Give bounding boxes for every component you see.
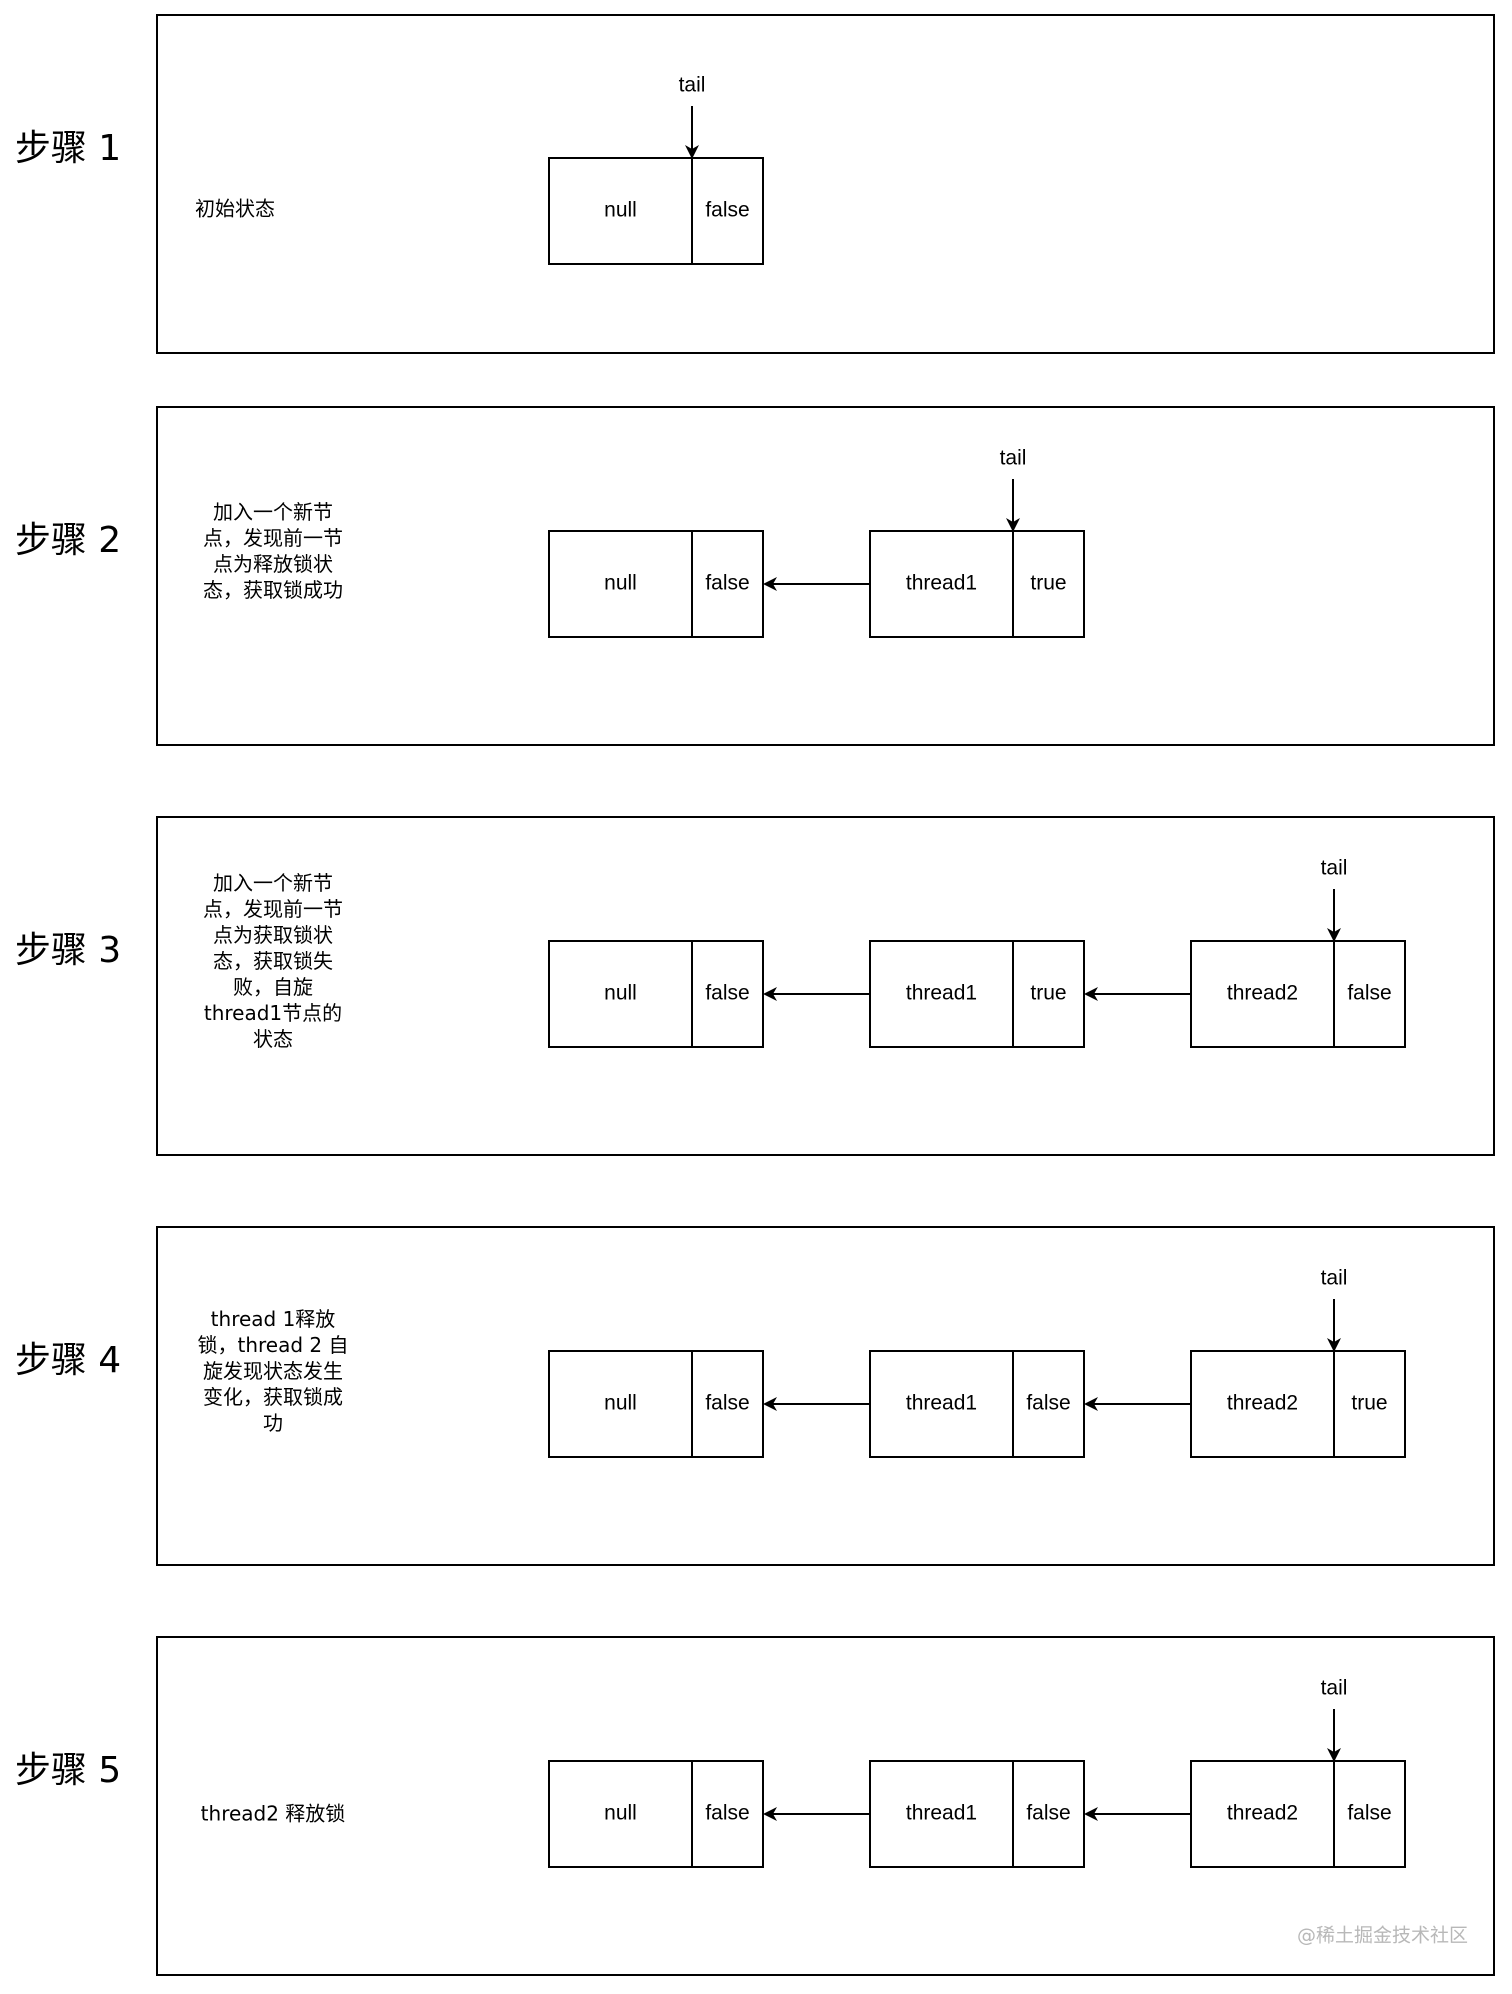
node-name: thread1 (906, 982, 977, 1005)
step-description-line: 态，获取锁成功 (203, 578, 343, 602)
step-description-line: thread1节点的 (204, 1001, 342, 1025)
node-name: null (604, 982, 637, 1005)
step-description-line: thread2 释放锁 (201, 1802, 346, 1826)
step-description-line: 败，自旋 (233, 975, 313, 999)
node-name: thread1 (906, 572, 977, 595)
node-status: false (1026, 1802, 1070, 1825)
node-box (548, 157, 764, 265)
queue-node: null false (548, 940, 764, 1048)
step-description-line: 加入一个新节 (213, 871, 333, 895)
node-status: false (705, 1392, 749, 1415)
queue-node: thread2 false (1190, 940, 1406, 1048)
step-panel (156, 816, 1495, 1156)
step-description-line: 锁，thread 2 自 (198, 1333, 349, 1357)
node-name: null (604, 199, 637, 222)
node-name: null (604, 1802, 637, 1825)
node-status: true (1351, 1392, 1387, 1415)
node-name: thread1 (906, 1802, 977, 1825)
step-description-line: 初始状态 (195, 197, 275, 221)
tail-label: tail (679, 74, 706, 97)
step-description-line: thread 1释放 (211, 1307, 336, 1331)
step-description-line: 加入一个新节 (213, 500, 333, 524)
queue-node: thread1 true (869, 940, 1085, 1048)
step-description-line: 变化，获取锁成 (203, 1385, 343, 1409)
node-status: false (705, 199, 749, 222)
node-status: false (705, 982, 749, 1005)
queue-node: thread1 true (869, 530, 1085, 638)
step-description-line: 点为获取锁状 (213, 923, 333, 947)
watermark: @稀土掘金技术社区 (1297, 1925, 1468, 1947)
node-name: thread2 (1227, 982, 1298, 1005)
step-label: 步骤 1 (15, 128, 121, 169)
step-description-line: 旋发现状态发生 (203, 1359, 343, 1383)
step-label: 步骤 2 (15, 520, 121, 561)
queue-node: null false (548, 530, 764, 638)
step-description-line: 点，发现前一节 (203, 526, 343, 550)
node-name: thread2 (1227, 1392, 1298, 1415)
queue-node: thread2 true (1190, 1350, 1406, 1458)
node-status: false (705, 572, 749, 595)
queue-node: null false (548, 157, 764, 265)
tail-label: tail (1321, 1677, 1348, 1700)
tail-label: tail (1321, 1267, 1348, 1290)
step-description-line: 态，获取锁失 (213, 949, 333, 973)
step-label: 步骤 5 (15, 1750, 121, 1791)
tail-label: tail (1000, 447, 1027, 470)
node-status: true (1030, 982, 1066, 1005)
queue-node: thread1 false (869, 1350, 1085, 1458)
node-status: false (1347, 982, 1391, 1005)
step-panel (156, 1636, 1495, 1976)
node-status: true (1030, 572, 1066, 595)
step-description-line: 功 (263, 1411, 283, 1435)
step-3: 步骤 3加入一个新节点，发现前一节点为获取锁状态，获取锁失败，自旋thread1… (15, 816, 1495, 1156)
queue-node: null false (548, 1350, 764, 1458)
step-description-line: 点为释放锁状 (213, 552, 333, 576)
node-status: false (1347, 1802, 1391, 1825)
queue-node: null false (548, 1760, 764, 1868)
node-status: false (705, 1802, 749, 1825)
node-name: thread1 (906, 1392, 977, 1415)
step-panel (156, 406, 1495, 746)
node-name: null (604, 572, 637, 595)
tail-label: tail (1321, 857, 1348, 880)
step-label: 步骤 3 (15, 930, 121, 971)
queue-node: thread2 false (1190, 1760, 1406, 1868)
step-panel (156, 14, 1495, 354)
step-label: 步骤 4 (15, 1340, 121, 1381)
step-description-line: 状态 (253, 1027, 293, 1051)
node-status: false (1026, 1392, 1070, 1415)
node-name: thread2 (1227, 1802, 1298, 1825)
step-description-line: 点，发现前一节 (203, 897, 343, 921)
queue-node: thread1 false (869, 1760, 1085, 1868)
step-1: 步骤 1 初始状态 null false tail (15, 14, 1495, 354)
node-name: null (604, 1392, 637, 1415)
step-panel (156, 1226, 1495, 1566)
